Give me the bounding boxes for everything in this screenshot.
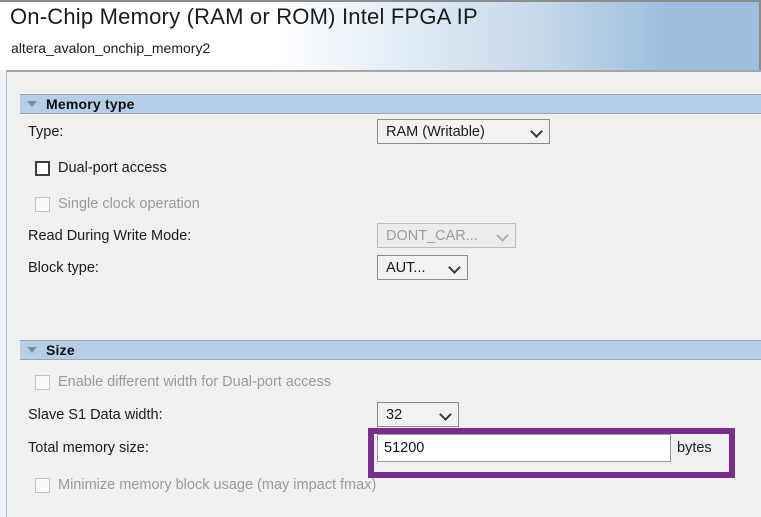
chevron-down-icon — [497, 230, 508, 241]
label-total-memory-size: Total memory size: — [28, 440, 149, 456]
checkbox-label-enable-different-width: Enable different width for Dual-port acc… — [58, 374, 331, 390]
dropdown-read-during-write-mode: DONT_CAR... — [377, 223, 516, 248]
checkbox-row-single-clock-operation: Single clock operation — [35, 196, 200, 212]
dropdown-block-type[interactable]: AUT... — [377, 255, 468, 280]
section-label-memory-type: Memory type — [46, 96, 135, 112]
checkbox-label-single-clock-operation: Single clock operation — [58, 196, 200, 212]
triangle-down-icon[interactable] — [27, 101, 37, 107]
chevron-down-icon — [531, 126, 542, 137]
checkbox-row-minimize-memory-block-usage: Minimize memory block usage (may impact … — [35, 477, 376, 493]
checkbox-minimize-memory-block-usage — [35, 477, 50, 493]
left-rail — [0, 70, 7, 517]
checkbox-single-clock-operation — [35, 196, 50, 212]
dropdown-slave-s1-data-width-value: 32 — [386, 406, 403, 423]
label-type: Type: — [28, 124, 64, 140]
section-header-memory-type[interactable]: Memory type — [20, 94, 761, 114]
input-total-memory-size[interactable]: 51200 — [377, 434, 671, 462]
triangle-down-icon[interactable] — [27, 347, 37, 353]
dropdown-read-during-write-mode-value: DONT_CAR... — [386, 227, 478, 244]
section-header-size[interactable]: Size — [20, 340, 761, 360]
checkbox-enable-different-width — [35, 374, 50, 390]
dropdown-memory-type[interactable]: RAM (Writable) — [377, 119, 550, 144]
ip-header-banner: On-Chip Memory (RAM or ROM) Intel FPGA I… — [0, 0, 761, 70]
dropdown-block-type-value: AUT... — [386, 259, 426, 276]
checkbox-label-minimize-memory-block-usage: Minimize memory block usage (may impact … — [58, 477, 377, 493]
chevron-down-icon — [440, 409, 451, 420]
section-label-size: Size — [46, 342, 75, 358]
label-total-memory-size-unit: bytes — [677, 440, 712, 456]
page-title: On-Chip Memory (RAM or ROM) Intel FPGA I… — [10, 4, 478, 29]
checkbox-dual-port-access[interactable] — [35, 160, 50, 176]
dropdown-slave-s1-data-width[interactable]: 32 — [377, 402, 459, 427]
chevron-down-icon — [449, 262, 460, 273]
checkbox-row-dual-port-access[interactable]: Dual-port access — [35, 160, 167, 176]
label-read-during-write-mode: Read During Write Mode: — [28, 228, 192, 244]
dropdown-memory-type-value: RAM (Writable) — [386, 123, 485, 140]
label-slave-s1-data-width: Slave S1 Data width: — [28, 407, 163, 423]
parameters-content: Memory type Type: RAM (Writable) Dual-po… — [8, 72, 761, 517]
checkbox-row-enable-different-width: Enable different width for Dual-port acc… — [35, 374, 331, 390]
label-block-type: Block type: — [28, 260, 99, 276]
checkbox-label-dual-port-access: Dual-port access — [58, 160, 167, 176]
page-subtitle: altera_avalon_onchip_memory2 — [11, 40, 211, 56]
